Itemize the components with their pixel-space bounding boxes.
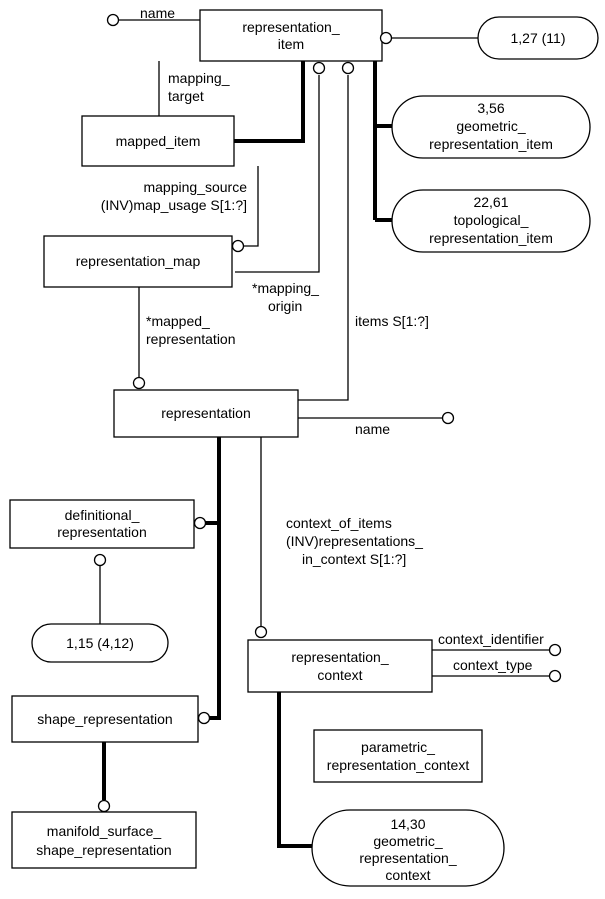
circle-manifold-subtype [97, 799, 111, 813]
entity-label-line: context [317, 667, 362, 683]
ref-label-line: geometric_ [456, 118, 525, 134]
ref-label-line: representation_ [359, 850, 457, 866]
ref-label-line: 22,61 [473, 194, 508, 210]
entity-label-line: shape_representation [36, 842, 171, 858]
attr-mapping-source-line: (INV)map_usage S[1:?] [101, 197, 247, 213]
ref-geometric-representation-item[interactable]: 3,56 geometric_ representation_item [391, 95, 591, 159]
entity-representation[interactable]: representation [113, 389, 299, 438]
entity-label-line: definitional_ [65, 507, 140, 523]
context-subtype-line [277, 692, 312, 848]
entity-label-line: shape_representation [37, 711, 172, 727]
entity-mapped-item[interactable]: mapped_item [81, 115, 235, 167]
attr-context-identifier: context_identifier [438, 631, 544, 647]
ref-label-line: 1,27 (11) [511, 30, 566, 46]
circle-item-name [106, 13, 120, 27]
circle-definitional-subtype [193, 516, 207, 530]
attr-representation-name: name [355, 421, 390, 437]
attr-mapping-target-line: mapping_ [168, 70, 230, 86]
entity-label-line: mapped_item [116, 133, 201, 149]
circle-item-ref-1-27 [379, 31, 393, 45]
circle-definitional-ref [93, 553, 107, 567]
entity-label-line: representation_ [291, 649, 389, 665]
entity-definitional-representation[interactable]: definitional_ representation [9, 499, 195, 549]
ref-topological-representation-item[interactable]: 22,61 topological_ representation_item [391, 189, 591, 253]
mapping-origin-line [235, 75, 320, 273]
circle-mapped-representation [132, 376, 146, 390]
attr-context-type: context_type [453, 657, 533, 673]
attr-context-of-items-line: (INV)representations_ [286, 533, 423, 549]
circle-mapping-origin [312, 61, 326, 75]
entity-label-line: representation_ [242, 19, 340, 35]
circle-context-identifier [548, 643, 562, 657]
attr-mapping-source-line: mapping_source [143, 179, 247, 195]
attr-mapped-representation-line: representation [146, 331, 236, 347]
ref-label-line: representation_item [429, 230, 553, 246]
entity-label-line: representation_context [327, 757, 470, 773]
entity-label-line: manifold_surface_ [47, 823, 162, 839]
entity-label-line: parametric_ [361, 739, 435, 755]
mapping-source-line [244, 166, 259, 247]
circle-shape-subtype [197, 711, 211, 725]
ref-1-27[interactable]: 1,27 (11) [477, 16, 599, 60]
attr-mapping-origin-line: *mapping_ [252, 280, 319, 296]
items-line [298, 75, 349, 401]
circle-representation-name [441, 411, 455, 425]
circle-items [341, 61, 355, 75]
ref-label-line: 1,15 (4,12) [66, 635, 134, 651]
attr-items: items S[1:?] [355, 313, 429, 329]
ref-label-line: context [385, 867, 430, 883]
entity-label-line: representation_map [76, 253, 201, 269]
representation-subtype-trunk-line [209, 437, 221, 720]
circle-mapping-source [231, 239, 245, 253]
entity-representation-context[interactable]: representation_ context [247, 639, 433, 693]
entity-label-line: representation [57, 524, 147, 540]
entity-representation-map[interactable]: representation_map [43, 235, 233, 288]
ref-label-line: 14,30 [390, 816, 425, 832]
ref-label-line: topological_ [454, 212, 529, 228]
entity-label-line: representation [161, 405, 251, 421]
ref-1-15[interactable]: 1,15 (4,12) [31, 623, 169, 663]
attr-mapped-representation-line: *mapped_ [146, 313, 210, 329]
entity-parametric-representation-context[interactable]: parametric_ representation_context [313, 729, 483, 783]
ref-label-line: 3,56 [477, 100, 504, 116]
attr-mapping-origin-line: origin [268, 298, 302, 314]
attr-item-name: name [140, 5, 175, 21]
circle-context-of-items [254, 625, 268, 639]
attr-context-of-items-line: context_of_items [286, 515, 392, 531]
mapped-item-subtype-line [234, 61, 305, 143]
circle-context-type [548, 669, 562, 683]
entity-label-line: item [278, 36, 304, 52]
relationship-end-circles [93, 13, 562, 813]
ref-geometric-representation-context[interactable]: 14,30 geometric_ representation_ context [311, 809, 505, 887]
ref-label-line: representation_item [429, 136, 553, 152]
attr-context-of-items-line: in_context S[1:?] [302, 551, 406, 567]
ref-label-line: geometric_ [373, 833, 442, 849]
attr-mapping-target-line: target [168, 88, 204, 104]
entity-manifold-surface-shape-representation[interactable]: manifold_surface_ shape_representation [11, 811, 197, 869]
attribute-labels: name mapping_ target mapping_source (INV… [101, 5, 544, 673]
entity-shape-representation[interactable]: shape_representation [11, 695, 199, 743]
relationship-lines [99, 19, 550, 848]
entity-representation-item[interactable]: representation_ item [199, 9, 383, 62]
